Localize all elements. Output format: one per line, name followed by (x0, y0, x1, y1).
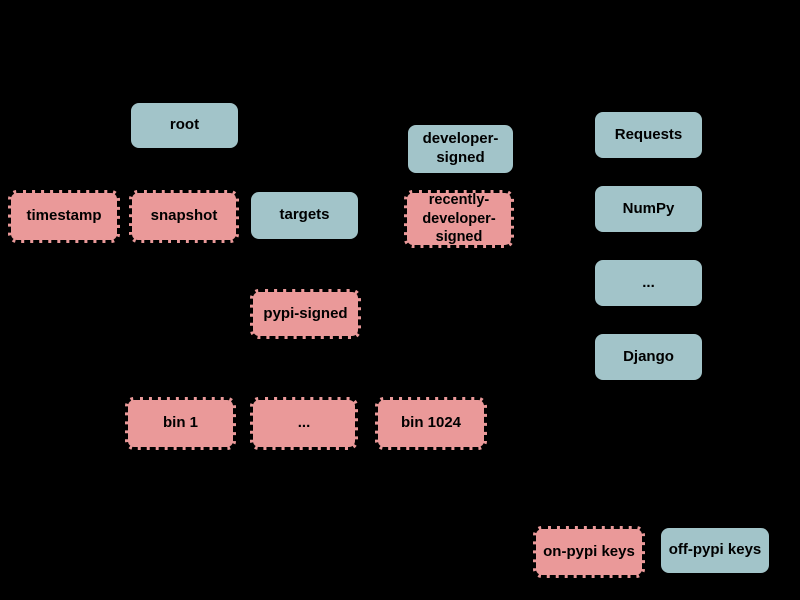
node-requests: Requests (594, 111, 703, 159)
node-ellipsis-projects: ... (594, 259, 703, 307)
node-bin-1: bin 1 (125, 397, 236, 450)
node-off-pypi-keys: off-pypi keys (660, 527, 770, 574)
node-recently-developer-signed: recently- developer- signed (404, 190, 514, 248)
node-on-pypi-keys: on-pypi keys (533, 526, 645, 578)
node-numpy: NumPy (594, 185, 703, 233)
node-root: root (130, 102, 239, 149)
node-timestamp: timestamp (8, 190, 120, 243)
node-pypi-signed: pypi-signed (250, 289, 361, 339)
node-snapshot: snapshot (129, 190, 239, 243)
node-bin-1024: bin 1024 (375, 397, 487, 450)
node-django: Django (594, 333, 703, 381)
node-developer-signed: developer- signed (407, 124, 514, 174)
node-targets: targets (250, 191, 359, 240)
node-ellipsis-bins: ... (250, 397, 358, 450)
